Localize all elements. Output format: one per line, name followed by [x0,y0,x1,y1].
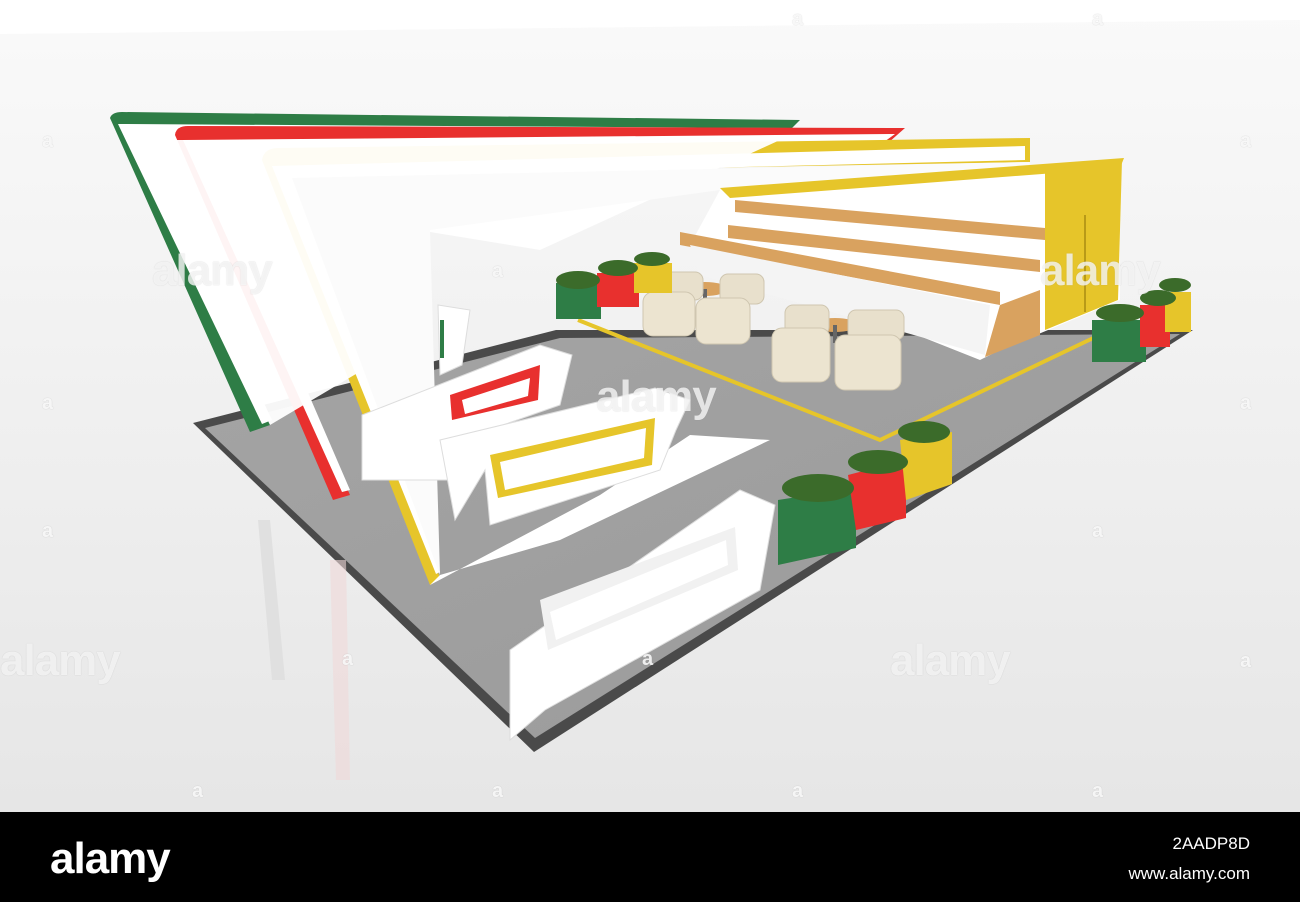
footer-bar: alamy 2AADP8D www.alamy.com [0,812,1300,902]
planters [778,421,952,565]
counter-side [985,290,1040,357]
desk-red [361,344,573,481]
watermark-glyph: a [1092,520,1104,542]
watermark-glyph: a [42,392,54,414]
shelf [728,225,1040,272]
watermark-glyph: a [192,780,204,802]
frame-panel [135,140,780,425]
floor-line [577,318,1111,443]
seating-group [771,304,905,391]
image-id: 2AADP8D [1172,834,1250,853]
exhibition-booth-render: alamy alamy alamy alamy alamy a a a a a … [0,0,1300,812]
planters [556,252,672,319]
top-strip [0,0,1300,34]
desk-green-partial [437,304,471,376]
frame-panel [292,162,1030,575]
desk-yellow [439,387,691,526]
shelf [735,200,1045,240]
roof-edge [720,158,1124,198]
desk-white [509,489,776,742]
watermark-glyph: a [1240,650,1252,672]
counter [690,245,990,355]
watermark-glyph: a [492,260,504,282]
booth-illustration [0,0,1300,812]
watermark-glyph: a [42,520,54,542]
seating-group [642,271,765,345]
watermark-glyph: a [642,648,654,670]
watermark-glyph: a [792,780,804,802]
footer-url[interactable]: www.alamy.com [1128,864,1250,883]
watermark-glyph: a [342,648,354,670]
frame-panel [430,435,770,585]
reflection [330,560,350,780]
watermark-glyph: a [1092,8,1104,30]
watermark-glyph: a [1240,130,1252,152]
shelf [680,232,1000,305]
watermark-glyph: a [1240,392,1252,414]
watermark-glyph: a [792,8,804,30]
watermark-glyph: a [42,130,54,152]
watermark-glyph: a [1092,780,1104,802]
footer-logo: alamy [50,834,171,883]
watermark-glyph: a [492,780,504,802]
planters [1092,278,1191,362]
storage-room [1045,160,1122,330]
reflection [258,520,285,680]
